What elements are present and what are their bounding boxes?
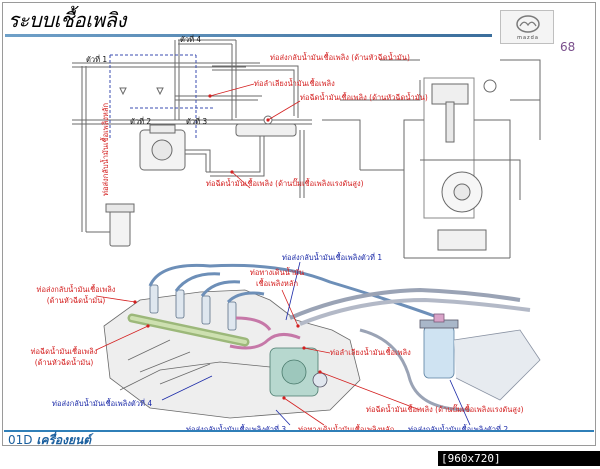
label-injection-pump-side: ท่อฉีดน้ำมันเชื้อเพลิง (ด้านปั๊มเชื้อเพล… bbox=[206, 179, 364, 188]
red-leader-lines bbox=[95, 83, 421, 426]
common-rail bbox=[235, 123, 297, 137]
label-main-return-pipe: ท่อส่งกลับน้ำมันเชื้อเพลิงหลัก bbox=[101, 103, 110, 196]
label-return-clip-1: ท่อส่งกลับน้ำมันเชื้อเพลิงตัวที่ 1 bbox=[282, 253, 383, 262]
label-clip-4: ตัวที่ 4 bbox=[180, 35, 202, 44]
injector-1 bbox=[149, 284, 159, 314]
main-return-vertical-pipe bbox=[81, 66, 87, 232]
arrow-heads bbox=[133, 94, 322, 400]
footer: 01D เครื่องยนต์ bbox=[8, 431, 91, 450]
label-clip-1: ตัวที่ 1 bbox=[86, 55, 108, 64]
footer-title: เครื่องยนต์ bbox=[36, 433, 92, 447]
injection-pipe bbox=[229, 333, 301, 350]
engine-illustration bbox=[103, 263, 541, 419]
label-injection-injector-lower-1: ท่อฉีดน้ำมันเชื้อเพลิง bbox=[30, 347, 98, 356]
clip4-pipe bbox=[174, 40, 180, 120]
watermark: [960x720] https://upic.me/ bbox=[438, 451, 600, 469]
label-main-feed-line: ท่อทางเดินน้ำมัน เชื้อเพลิงหลัก bbox=[232, 269, 322, 287]
title-underline bbox=[5, 34, 492, 37]
mazda-emblem-icon bbox=[516, 15, 540, 33]
page-title: ระบบเชื้อเพลิง bbox=[8, 8, 127, 32]
fuel-filter bbox=[109, 209, 131, 247]
label-fuel-supply-pipe: ท่อลำเลียงน้ำมันเชื้อเพลิง bbox=[254, 79, 335, 88]
injector-3 bbox=[201, 295, 211, 325]
label-injection-injector-lower: ท่อฉีดน้ำมันเชื้อเพลิง (ด้านหัวฉีดน้ำมัน… bbox=[24, 348, 104, 366]
lower-fuel-filter bbox=[423, 325, 455, 379]
injector-4 bbox=[227, 301, 237, 331]
label-clip-3: ตัวที่ 3 bbox=[186, 117, 208, 126]
label-fuel-supply-lower: ท่อลำเลียงน้ำมันเชื้อเพลิง bbox=[330, 348, 411, 357]
label-return-injector-lower-1: ท่อส่งกลับน้ำมันเชื้อเพลิง bbox=[36, 285, 116, 294]
main-fuel-line bbox=[289, 287, 521, 320]
label-return-injector-side: ท่อส่งกลับน้ำมันเชื้อเพลิง (ด้านหัวฉีดน้… bbox=[270, 53, 410, 62]
top-return-pipe bbox=[72, 62, 250, 68]
page-number: 68 bbox=[560, 40, 576, 54]
blue-leader-lines bbox=[161, 261, 471, 426]
footer-rule bbox=[4, 430, 594, 432]
label-injection-injector-lower-2: (ด้านหัวฉีดน้ำมัน) bbox=[34, 357, 94, 367]
label-return-injector-lower: ท่อส่งกลับน้ำมันเชื้อเพลิง (ด้านหัวฉีดน้… bbox=[26, 286, 126, 304]
label-return-clip-2: ท่อส่งกลับน้ำมันเชื้อเพลิงตัวที่ 2 bbox=[408, 426, 508, 434]
engine-cylinder-outline bbox=[423, 77, 475, 219]
injector-2 bbox=[175, 289, 185, 319]
label-return-clip-4: ท่อส่งกลับน้ำมันเชื้อเพลิงตัวที่ 4 bbox=[52, 399, 153, 408]
label-injection-injector-side: ท่อฉีดน้ำมันเชื้อเพลิง (ด้านหัวฉีดน้ำมัน… bbox=[300, 93, 428, 102]
logo-caption: mazda bbox=[517, 35, 539, 41]
mazda-logo: mazda bbox=[500, 10, 554, 44]
footer-code: 01D bbox=[8, 433, 33, 447]
label-return-injector-lower-2: (ด้านหัวฉีดน้ำมัน) bbox=[46, 295, 106, 305]
label-clip-2: ตัวที่ 2 bbox=[130, 117, 152, 126]
label-main-feed-line-2: ท่อทางเดินน้ำมันเชื้อเพลิงหลัก bbox=[298, 426, 394, 434]
label-return-clip-3: ท่อส่งกลับน้ำมันเชื้อเพลิงตัวที่ 3 bbox=[186, 426, 286, 434]
label-main-feed-line-2: เชื้อเพลิงหลัก bbox=[255, 278, 298, 288]
label-injection-pump-lower: ท่อฉีดน้ำมันเชื้อเพลิง (ด้านปั๊มเชื้อเพล… bbox=[366, 405, 524, 414]
label-main-feed-line-1: ท่อทางเดินน้ำมัน bbox=[249, 268, 305, 277]
